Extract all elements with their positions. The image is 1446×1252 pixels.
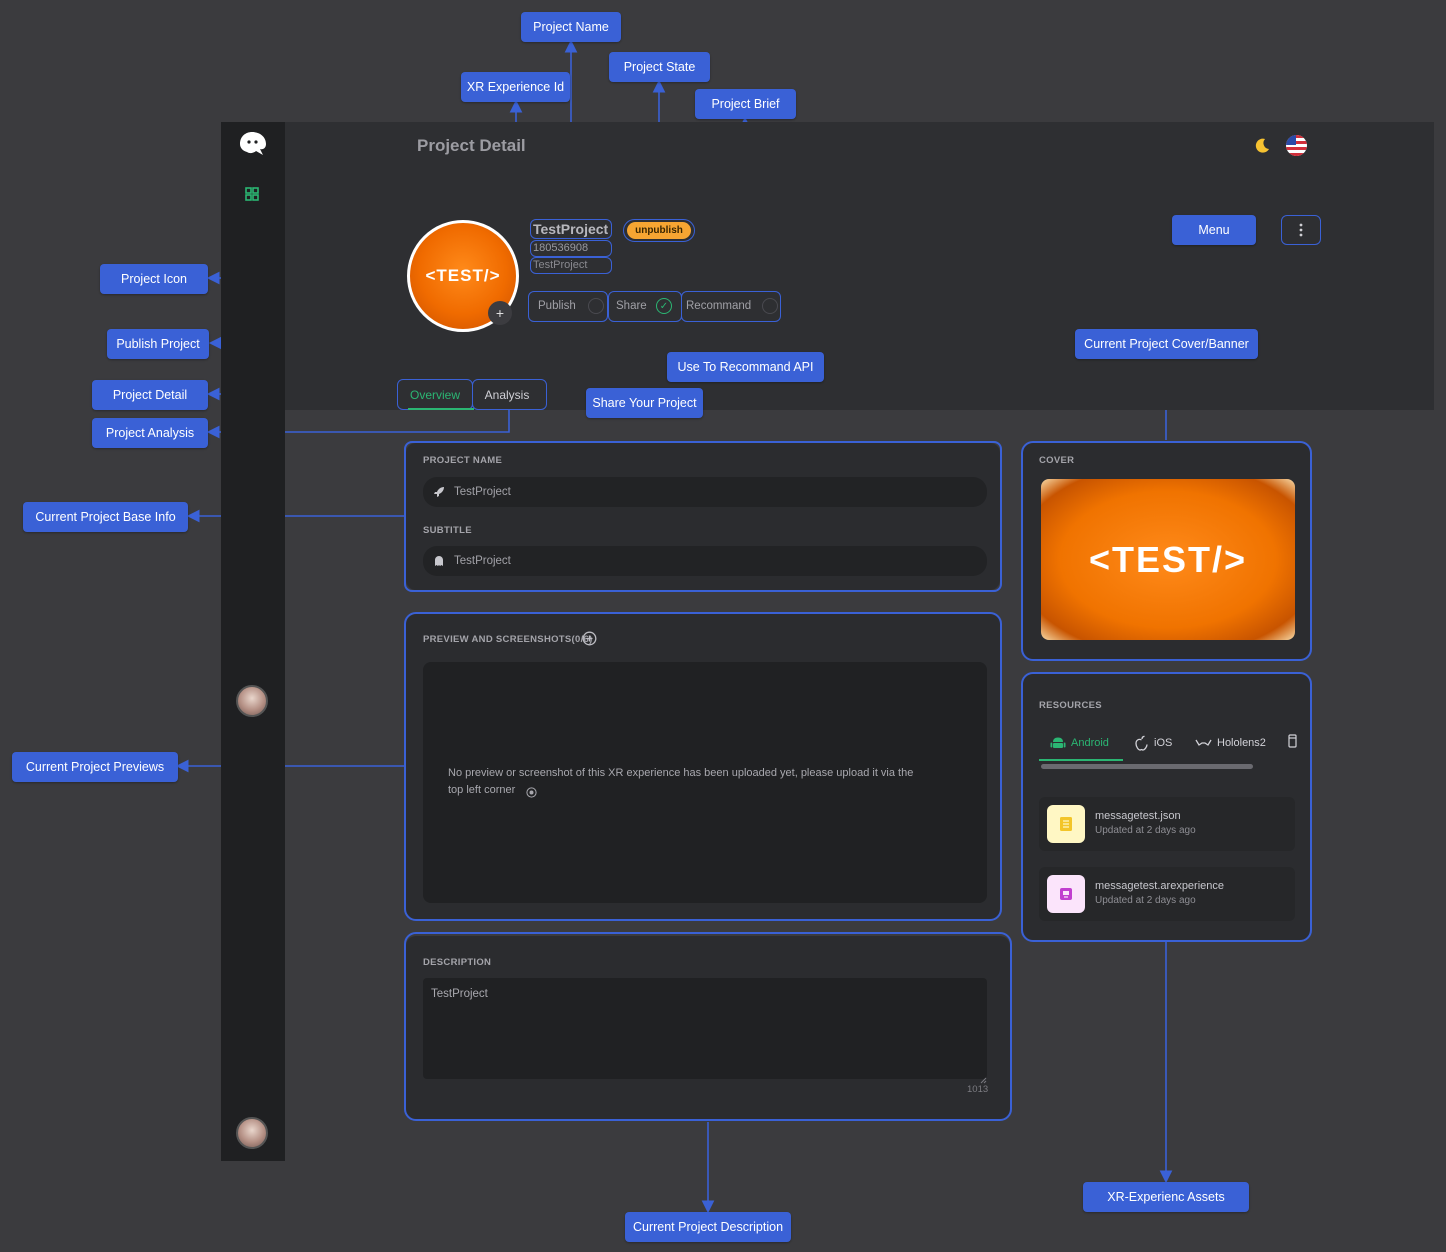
tab-scrollbar[interactable] (1041, 764, 1253, 769)
publish-toggle[interactable]: Publish (538, 292, 604, 320)
callout-project-icon: Project Icon (100, 264, 208, 294)
preview-label: PREVIEW AND SCREENSHOTS(0/6) (423, 634, 593, 645)
subtitle-field[interactable]: TestProject (423, 546, 987, 576)
description-textarea[interactable] (423, 978, 987, 1079)
callout-project-analysis: Project Analysis (92, 418, 208, 448)
file-name: messagetest.json (1095, 810, 1181, 822)
overview-tab-underline (408, 408, 474, 410)
app-logo-icon[interactable] (236, 130, 268, 158)
description-value: TestProject (431, 988, 488, 1000)
list-item[interactable]: messagetest.arexperience Updated at 2 da… (1039, 867, 1295, 921)
grid-icon[interactable] (245, 187, 259, 201)
preview-outline (404, 612, 1002, 921)
more-vertical-icon[interactable] (1296, 221, 1306, 239)
add-preview-icon[interactable] (582, 631, 597, 646)
share-label: Share (616, 300, 647, 312)
status-badge: unpublish (627, 222, 691, 239)
project-name-label: PROJECT NAME (423, 455, 503, 466)
file-updated: Updated at 2 days ago (1095, 825, 1196, 836)
callout-xr-id: XR Experience Id (461, 72, 570, 102)
experience-file-icon (1047, 875, 1085, 913)
callout-project-brief: Project Brief (695, 89, 796, 119)
publish-check-icon[interactable] (588, 298, 604, 314)
project-name: TestProject (533, 221, 609, 237)
callout-assets: XR-Experienc Assets (1083, 1182, 1249, 1212)
subtitle-label: SUBTITLE (423, 525, 472, 536)
character-count: 1013 (967, 1084, 989, 1095)
callout-publish-project: Publish Project (107, 329, 209, 359)
rocket-icon (433, 486, 445, 498)
apple-icon (1135, 735, 1148, 751)
tab-analysis[interactable]: Analysis (484, 388, 530, 402)
callout-recommend-api: Use To Recommand API (667, 352, 824, 382)
preview-dropzone[interactable] (423, 662, 987, 903)
callout-previews: Current Project Previews (12, 752, 178, 782)
add-icon[interactable]: + (488, 301, 512, 325)
analysis-tab-outline (472, 379, 547, 410)
preview-empty-text: No preview or screenshot of this XR expe… (448, 767, 914, 779)
menu-outline (1281, 215, 1321, 245)
recommend-toggle[interactable]: Recommand (686, 292, 778, 320)
upload-hint-icon (526, 785, 537, 798)
callout-share-project: Share Your Project (586, 388, 703, 418)
file-name: messagetest.arexperience (1095, 880, 1225, 892)
publish-outline (528, 291, 608, 322)
resource-tab-underline (1039, 759, 1123, 761)
glasses-icon (1195, 739, 1212, 746)
callout-project-detail: Project Detail (92, 380, 208, 410)
tab-ios-label: iOS (1154, 737, 1173, 749)
ghost-icon (433, 555, 445, 567)
callout-base-info: Current Project Base Info (23, 502, 188, 532)
tab-android-label: Android (1071, 737, 1109, 749)
sidebar (221, 122, 285, 1161)
recommend-label: Recommand (686, 300, 752, 312)
cover-image[interactable]: <TEST/> (1041, 479, 1295, 640)
project-name-field[interactable]: TestProject (423, 477, 987, 507)
base-info-outline (404, 441, 1002, 592)
android-icon (1050, 737, 1066, 748)
project-brief-outline (530, 257, 612, 274)
resources-label: RESOURCES (1039, 700, 1102, 711)
language-flag-icon[interactable] (1286, 135, 1307, 156)
callout-project-name: Project Name (521, 12, 621, 42)
resources-outline (1021, 672, 1312, 942)
tab-ios[interactable]: iOS (1134, 733, 1172, 753)
preview-empty-text-2: top left corner (448, 784, 516, 796)
state-outline (623, 219, 695, 242)
description-outline (404, 932, 1012, 1121)
xr-experience-id: 180536908 (533, 242, 589, 254)
file-updated: Updated at 2 days ago (1095, 895, 1196, 906)
recommend-outline (681, 291, 781, 322)
tab-android[interactable]: Android (1050, 733, 1109, 753)
tab-hololens-label: Hololens2 (1217, 737, 1266, 749)
callout-project-state: Project State (609, 52, 710, 82)
publish-label: Publish (538, 300, 576, 312)
user-avatar[interactable] (236, 685, 268, 717)
project-name-outline (530, 219, 612, 239)
description-label: DESCRIPTION (423, 957, 492, 968)
callout-description: Current Project Description (625, 1212, 791, 1242)
callout-cover-banner: Current Project Cover/Banner (1075, 329, 1258, 359)
tab-hololens[interactable]: Hololens2 (1195, 733, 1266, 753)
resize-handle-icon[interactable] (980, 1071, 987, 1084)
cover-label: COVER (1039, 455, 1075, 466)
device-icon[interactable] (1288, 734, 1297, 748)
project-brief: TestProject (533, 259, 588, 271)
recommend-check-icon[interactable] (762, 298, 778, 314)
user-avatar-bottom[interactable] (236, 1117, 268, 1149)
xr-id-outline (530, 240, 612, 257)
subtitle-value: TestProject (454, 555, 511, 567)
json-file-icon (1047, 805, 1085, 843)
project-name-value: TestProject (454, 486, 511, 498)
share-toggle[interactable]: Share ✓ (616, 292, 678, 320)
callout-menu: Menu (1172, 215, 1256, 245)
cover-outline (1021, 441, 1312, 661)
list-item[interactable]: messagetest.json Updated at 2 days ago (1039, 797, 1295, 851)
tab-overview[interactable]: Overview (409, 388, 460, 402)
page-title: Project Detail (417, 136, 526, 155)
moon-icon[interactable] (1253, 137, 1271, 155)
share-check-icon[interactable]: ✓ (656, 298, 672, 314)
